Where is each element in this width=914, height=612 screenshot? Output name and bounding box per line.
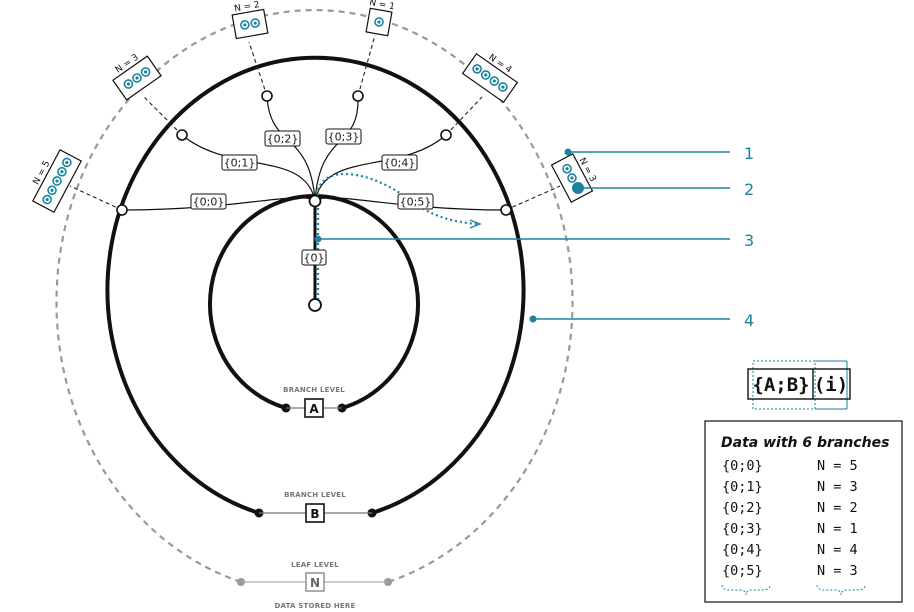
branch-level-b-ring [105,55,526,515]
leaf-count-0-2: N = 2 [234,0,261,14]
path-notation-legend: {A;B} (i) [747,360,851,410]
leaf-connectors [69,34,561,211]
table-path-cell: {0;0} [722,458,763,474]
table-count-brace [816,584,866,596]
leaf-item-core [492,79,496,83]
table-count-cell: N = 5 [817,458,858,474]
table-count-cell: N = 3 [817,563,858,579]
table-path-cell: {0;5} [722,563,763,579]
branch-curves [121,95,507,211]
leaf-item-core [50,188,54,192]
leaf-level-caption: LEAF LEVEL [291,561,339,569]
leaf-item-core [243,23,247,27]
leaf-item-core [135,76,139,80]
leaf-level-box [305,572,325,592]
branch-level-b-letter: B [310,507,319,521]
branch-level-b-box [305,503,325,523]
table-path-cell: {0;3} [722,521,763,537]
path-tag-0-4: {0;4} [384,157,416,170]
leaf-item-core [45,197,49,202]
table-path-cell: {0;4} [722,542,763,558]
leaf-item-core [565,167,569,171]
leaf-level-note: DATA STORED HERE [275,602,356,610]
callout-lines [318,151,730,320]
branch-level-a-letter: A [309,402,319,416]
path-tags: {0} {0;0} {0;1} {0;2} {0;3} {0;4} {0;5} [190,128,434,266]
callout-4-label: 4 [744,311,754,330]
callout-1-label: 1 [744,144,754,163]
path-tag-0-2: {0;2} [267,133,299,146]
table-path-brace [721,584,771,596]
leaf-item-core [501,85,505,89]
table-path-cell: {0;2} [722,500,763,516]
path-tag-0-5: {0;5} [400,196,432,209]
leaf-box-0-3: N = 1 [365,0,395,37]
arrow-head-icon [469,219,482,229]
callout-2-dot [572,182,584,194]
table-count-cell: N = 2 [817,500,858,516]
leaf-item-core [126,82,130,86]
table-count-cell: N = 1 [817,521,858,537]
path-tag-root: {0} [304,252,325,265]
callout-3-label: 3 [744,231,754,250]
path-tag-0-3: {0;3} [328,131,360,144]
leaf-box-0-0: N = 5 [32,148,83,214]
table-title: Data with 6 branches [721,435,889,451]
root-node [308,298,322,312]
leaf-level-letter: N [310,576,320,590]
leaf-item-core [65,160,69,165]
data-table: Data with 6 branches {0;0} N = 5 {0;1} N = … [704,420,903,603]
path-tag-0-0: {0;0} [193,196,225,209]
callout-4-dot [529,315,537,323]
legend-branch-path: {A;B} [752,374,809,396]
callout-1-dot [564,148,572,156]
leaf-box-0-2: N = 2 [231,0,269,40]
leaf-box-0-4: N = 4 [461,53,519,104]
path-tag-0-1: {0;1} [224,157,256,170]
legend-index: (i) [814,374,848,396]
callout-2-label: 2 [744,180,754,199]
table-count-cell: N = 3 [817,479,858,495]
leaf-box-0-1: N = 3 [112,53,162,101]
branch-level-b-caption: BRANCH LEVEL [284,491,346,499]
branch-nodes [116,90,512,216]
table-path-cell: {0;1} [722,479,763,495]
branch-level-a-box [304,398,324,418]
leaf-item-core [55,179,59,183]
leaf-item-core [570,176,574,180]
leaf-box-0-5: N = 3 [550,153,597,203]
root-branch-node [308,194,322,208]
leaf-item-core [377,20,381,24]
callout-3-dot [314,235,322,243]
leaf-item-core [475,67,479,71]
leaf-item-core [144,70,148,74]
branch-level-a-caption: BRANCH LEVEL [283,386,345,394]
leaf-item-core [484,73,488,77]
leaf-item-core [253,21,257,25]
table-count-cell: N = 4 [817,542,858,558]
leaf-item-core [60,170,64,174]
